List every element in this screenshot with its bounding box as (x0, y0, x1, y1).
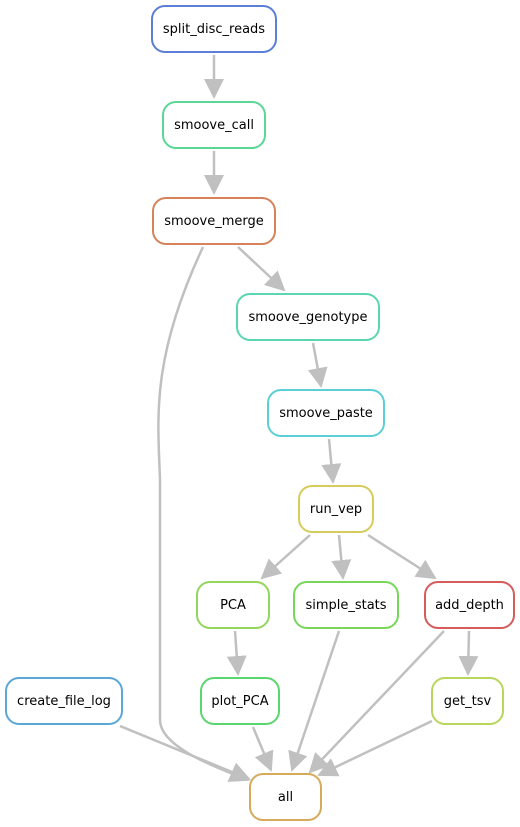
edge-get-tsv-to-all (317, 719, 433, 777)
edge-add-depth-to-all (308, 630, 445, 774)
node-add-depth[interactable]: add_depth (424, 581, 515, 629)
edge-smoove-merge-to-smoove-genotype (237, 246, 286, 292)
edge-simple-stats-to-all (288, 630, 341, 772)
edge-pca-to-plot-pca (226, 630, 247, 676)
node-smoove-call[interactable]: smoove_call (162, 101, 266, 149)
node-smoove-merge[interactable]: smoove_merge (152, 197, 276, 245)
node-run-vep[interactable]: run_vep (298, 485, 374, 533)
node-plot-pca[interactable]: plot_PCA (200, 677, 280, 725)
edge-smoove-paste-to-run-vep (321, 438, 342, 484)
edge-run-vep-to-simple-stats (331, 534, 352, 580)
edge-smoove-genotype-to-smoove-paste (307, 342, 328, 388)
node-pca[interactable]: PCA (196, 581, 270, 629)
node-create-file-log[interactable]: create_file_log (5, 677, 123, 725)
edge-smoove-merge-to-all (157, 246, 250, 782)
edge-add-depth-to-get-tsv (458, 630, 479, 676)
edge-create-file-log-to-all (119, 724, 251, 782)
node-all[interactable]: all (249, 773, 322, 821)
edge-run-vep-to-add-depth (367, 533, 437, 580)
edge-plot-pca-to-all (251, 726, 274, 772)
node-smoove-genotype[interactable]: smoove_genotype (236, 293, 380, 341)
node-smoove-paste[interactable]: smoove_paste (267, 389, 385, 437)
node-split-disc-reads[interactable]: split_disc_reads (151, 5, 277, 53)
node-simple-stats[interactable]: simple_stats (293, 581, 399, 629)
node-get-tsv[interactable]: get_tsv (431, 677, 504, 725)
edge-run-vep-to-pca (260, 534, 311, 580)
